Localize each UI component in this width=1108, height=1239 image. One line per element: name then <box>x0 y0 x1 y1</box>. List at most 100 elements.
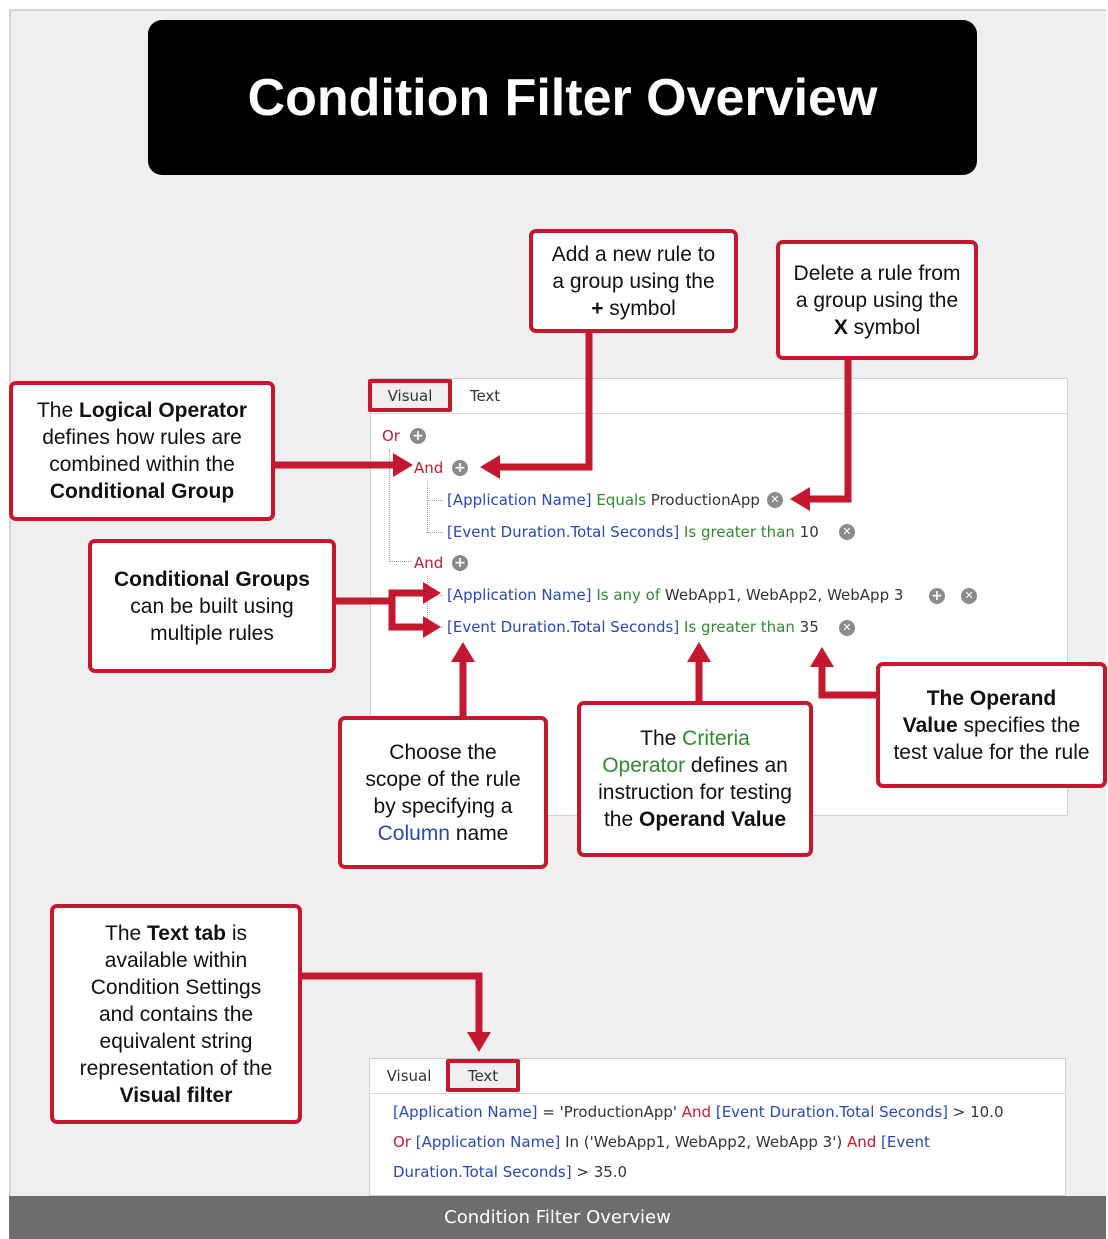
callout-text: by specifying a <box>373 794 513 818</box>
text-token: And <box>681 1103 712 1121</box>
text-token: > 10.0 <box>948 1103 1004 1121</box>
text-token: Or <box>393 1133 411 1151</box>
tab-text-label: Text <box>467 1066 499 1085</box>
filter-text-line: Duration.Total Seconds] > 35.0 <box>393 1161 627 1183</box>
rule-column[interactable]: [Event Duration.Total Seconds] <box>447 523 680 541</box>
add-rule-icon[interactable]: + <box>452 460 468 476</box>
rule-operand[interactable]: 35 <box>799 618 819 636</box>
rule-criteria[interactable]: Is greater than <box>683 523 795 541</box>
callout-text: Delete a rule from <box>793 261 961 285</box>
callout-text: specifies the <box>957 713 1081 737</box>
callout-text: The <box>640 727 683 750</box>
rule-row: [Event Duration.Total Seconds] Is greate… <box>447 522 819 542</box>
title-banner: Condition Filter Overview <box>148 20 977 175</box>
tab-visual[interactable]: Visual <box>372 1059 446 1092</box>
add-rule-icon[interactable]: + <box>452 555 468 571</box>
callout-conditional-groups: Conditional Groups can be built using mu… <box>88 539 336 673</box>
callout-text: The <box>105 921 148 945</box>
rule-row: [Application Name] Equals ProductionApp <box>447 490 760 510</box>
callout-text: Logical Operator <box>79 399 248 422</box>
root-logical-operator[interactable]: Or <box>382 427 400 445</box>
rule-operand[interactable]: 10 <box>799 523 819 541</box>
filter-text-line: Or [Application Name] In ('WebApp1, WebA… <box>393 1131 930 1153</box>
callout-text: available within <box>104 948 248 972</box>
callout-text: Value <box>902 713 958 737</box>
rule-criteria[interactable]: Is any of <box>596 586 661 604</box>
text-token: In ('WebApp1, WebApp2, WebApp 3') <box>560 1133 847 1151</box>
tree-connector <box>427 595 443 596</box>
delete-rule-icon[interactable]: ✕ <box>767 492 783 508</box>
rule-operand[interactable]: WebApp1, WebApp2, WebApp 3 <box>664 586 904 604</box>
callout-text: is <box>226 921 247 945</box>
group2-logical-operator[interactable]: And <box>414 554 444 572</box>
callout-text: the <box>603 808 639 831</box>
callout-text: test value for the rule <box>893 740 1090 764</box>
rule-criteria[interactable]: Equals <box>596 491 647 509</box>
callout-text: Operand Value <box>638 808 787 831</box>
text-panel-tabbar: Visual Text <box>370 1059 1065 1094</box>
callout-text: X <box>833 315 848 339</box>
tree-connector <box>427 627 443 628</box>
text-token: [Application Name] <box>410 1133 561 1151</box>
callout-text: Condition Settings <box>90 975 262 999</box>
add-rule-icon[interactable]: + <box>410 428 426 444</box>
tree-connector <box>389 450 390 562</box>
figure-caption: Condition Filter Overview <box>9 1196 1106 1239</box>
tab-text[interactable]: Text <box>453 379 517 412</box>
rule-row: [Application Name] Is any of WebApp1, We… <box>447 585 903 605</box>
callout-text: Visual filter <box>119 1083 233 1107</box>
text-token: [Event Duration.Total Seconds] <box>711 1103 949 1121</box>
rule-column[interactable]: [Event Duration.Total Seconds] <box>447 618 680 636</box>
delete-rule-icon[interactable]: ✕ <box>839 620 855 636</box>
caption-text: Condition Filter Overview <box>444 1207 671 1228</box>
delete-rule-icon[interactable]: ✕ <box>839 524 855 540</box>
callout-text: multiple rules <box>150 621 274 645</box>
callout-add-rule: Add a new rule to a group using the + sy… <box>529 229 738 333</box>
text-token: [Event <box>876 1133 930 1151</box>
callout-text: Conditional Group <box>49 480 235 503</box>
callout-text: symbol <box>847 315 921 339</box>
rule-row: [Event Duration.Total Seconds] Is greate… <box>447 617 819 637</box>
tab-visual-label: Visual <box>387 386 433 405</box>
tree-connector <box>427 482 428 533</box>
callout-text: Add a new rule to <box>551 242 716 266</box>
tab-text[interactable]: Text <box>446 1059 520 1092</box>
tab-visual[interactable]: Visual <box>368 379 452 412</box>
group1-logical-operator[interactable]: And <box>414 459 444 477</box>
text-filter-panel: Visual Text <box>369 1058 1066 1196</box>
tab-visual-label: Visual <box>386 1066 432 1085</box>
callout-text: Text tab <box>147 921 226 945</box>
filter-text-line: [Application Name] = 'ProductionApp' And… <box>393 1101 1004 1123</box>
callout-text: symbol <box>603 296 676 320</box>
callout-text: + <box>591 296 604 320</box>
rule-operand[interactable]: ProductionApp <box>650 491 760 509</box>
callout-text: Operator <box>602 754 686 777</box>
rule-column[interactable]: [Application Name] <box>447 491 592 509</box>
text-token: [Application Name] <box>393 1103 538 1121</box>
callout-text: and contains the <box>98 1002 254 1026</box>
callout-criteria-operator: The Criteria Operator defines an instruc… <box>577 701 813 857</box>
callout-column: Choose the scope of the rule by specifyi… <box>338 716 548 869</box>
delete-rule-icon[interactable]: ✕ <box>961 588 977 604</box>
callout-text: defines how rules are <box>42 426 242 449</box>
callout-text: Choose the <box>389 740 497 764</box>
tree-connector <box>427 500 443 501</box>
rule-column[interactable]: [Application Name] <box>447 586 592 604</box>
text-token: Duration.Total Seconds] <box>393 1163 572 1181</box>
callout-text: representation of the <box>79 1056 273 1080</box>
callout-text: instruction for testing <box>598 781 792 804</box>
visual-panel-tabbar: Visual Text <box>368 379 1067 414</box>
callout-text: Conditional Groups <box>114 567 310 591</box>
callout-text: The Operand <box>926 686 1057 710</box>
callout-operand-value: The Operand Value specifies the test val… <box>876 662 1107 788</box>
callout-text: combined within the <box>49 453 235 476</box>
tree-connector <box>389 561 411 562</box>
tree-connector <box>427 532 443 533</box>
callout-text: Criteria <box>682 727 750 750</box>
callout-text-tab: The Text tab is available within Conditi… <box>50 904 302 1124</box>
callout-text: can be built using <box>130 594 294 618</box>
callout-logical-operator: The Logical Operator defines how rules a… <box>9 381 275 521</box>
callout-text: name <box>450 821 509 845</box>
rule-criteria[interactable]: Is greater than <box>683 618 795 636</box>
add-value-icon[interactable]: + <box>929 588 945 604</box>
